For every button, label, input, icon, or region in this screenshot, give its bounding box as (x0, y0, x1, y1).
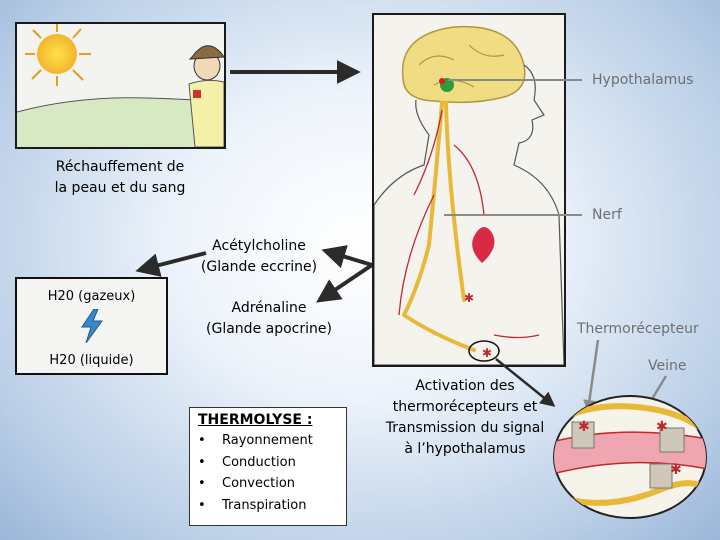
skin-heating-label: Réchauffement de la peau et du sang (20, 157, 220, 199)
receptor-block (571, 421, 595, 449)
body-sketch: ✱ ✱ (372, 13, 566, 367)
svg-text:✱: ✱ (670, 462, 682, 478)
heart-icon (472, 227, 495, 263)
lightning-icon (81, 309, 103, 343)
arrow-to-adrenaline (316, 263, 374, 303)
adrenaline-label: Adrénaline (Glande apocrine) (200, 298, 338, 340)
blood-vessels (398, 109, 540, 339)
hypothalamus-marker (439, 78, 454, 92)
hypothalamus-label: Hypothalamus (592, 72, 694, 88)
activation-label: Activation des thermorécepteurs et Trans… (365, 376, 565, 460)
arrow-to-zoom (495, 358, 556, 407)
svg-text:✱: ✱ (578, 419, 590, 435)
thermolysis-title: THERMOLYSE : (198, 412, 313, 428)
nerve-label: Nerf (592, 207, 622, 223)
list-item: Transpiration (198, 495, 338, 517)
water-liquid-label: H20 (liquide) (49, 353, 134, 368)
pointer-thermoreceptor (583, 339, 600, 413)
skin-heating-line-1: Réchauffement de (55, 159, 185, 175)
zoom-receptor-sketch: ✱ ✱ ✱ (553, 395, 707, 519)
acetylcholine-name: Acétylcholine (212, 238, 306, 254)
activation-line-2: thermorécepteurs et (392, 399, 538, 415)
vein-label: Veine (648, 358, 687, 374)
acetylcholine-label: Acétylcholine (Glande eccrine) (190, 236, 328, 278)
receptor-block (649, 463, 673, 489)
list-item: Rayonnement (198, 430, 338, 452)
nerve-fiber-bottom (554, 480, 704, 506)
body-outline (373, 64, 565, 366)
activation-line-4: à l’hypothalamus (404, 441, 526, 457)
thermolysis-list: Rayonnement Conduction Convection Transp… (198, 430, 338, 516)
skin-heating-line-2: la peau et du sang (54, 180, 186, 196)
sun-icon (25, 24, 91, 86)
receptor-block (659, 427, 685, 453)
water-gas-label: H20 (gazeux) (47, 289, 136, 304)
receptor-circle (468, 340, 500, 362)
thermolysis-box: THERMOLYSE : Rayonnement Conduction Conv… (189, 407, 347, 526)
sun-person-drawing (16, 24, 225, 148)
thermoreceptor-label: Thermorécepteur (577, 321, 699, 337)
activation-line-1: Activation des (415, 378, 515, 394)
svg-text:✱: ✱ (482, 346, 492, 360)
adrenaline-name: Adrénaline (231, 300, 307, 316)
hill (17, 97, 224, 147)
list-item: Conduction (198, 452, 338, 474)
svg-text:✱: ✱ (656, 419, 668, 435)
svg-text:✱: ✱ (464, 291, 474, 305)
sun-person-sketch (15, 22, 226, 149)
arrow-to-acetylcholine (321, 245, 373, 269)
activation-line-3: Transmission du signal (385, 420, 545, 436)
arrow-to-water-box (135, 251, 207, 277)
nerve-path (401, 101, 476, 352)
adrenaline-gland: (Glande apocrine) (206, 321, 332, 337)
water-phase-box: H20 (gazeux) H20 (liquide) (15, 277, 168, 375)
acetylcholine-gland: (Glande eccrine) (200, 259, 318, 275)
list-item: Convection (198, 473, 338, 495)
